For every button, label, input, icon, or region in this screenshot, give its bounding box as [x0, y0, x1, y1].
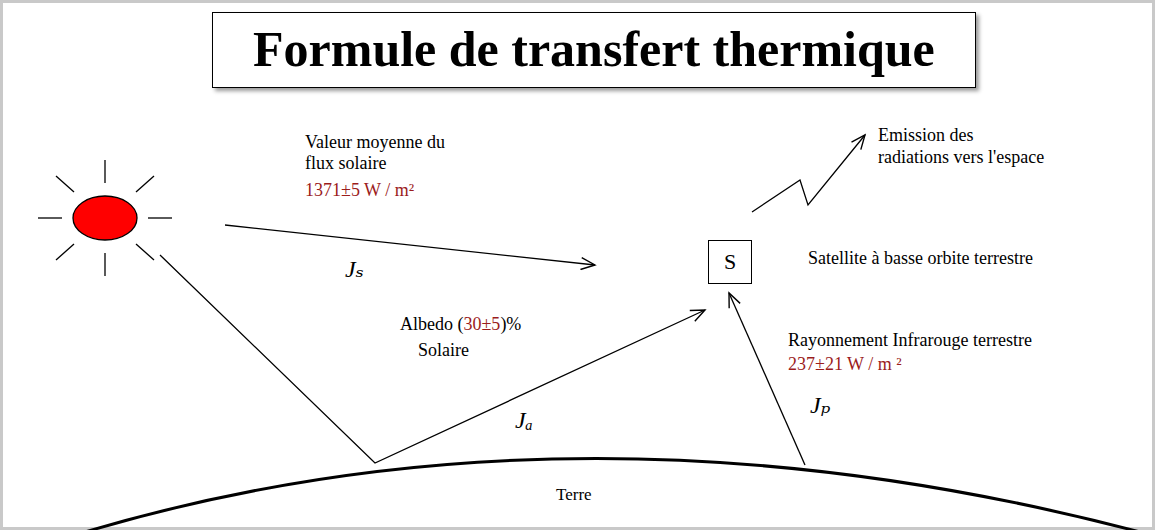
- satellite-caption: Satellite à basse orbite terrestre: [808, 248, 1033, 269]
- emission-caption: radiations vers l'espace: [878, 147, 1044, 168]
- flux-caption: Valeur moyenne du flux solaire: [305, 132, 465, 173]
- title-text: Formule de transfert thermique: [212, 12, 976, 88]
- albedo-value: 30±5: [463, 314, 500, 334]
- albedo-arrow: [160, 255, 705, 463]
- infrared-value: 237±21 W / m ²: [788, 354, 902, 375]
- albedo-symbol: Jₐ: [515, 407, 533, 435]
- infrared-arrow: [729, 293, 805, 465]
- albedo-caption: Albedo (: [400, 314, 463, 334]
- flux-symbol: Jₛ: [345, 256, 364, 284]
- earth-surface: [85, 459, 1140, 530]
- satellite-box: S: [708, 240, 752, 284]
- sun-symbol: [38, 160, 172, 276]
- solar-flux-arrow: [225, 225, 595, 265]
- earth-label: Terre: [556, 485, 592, 505]
- albedo-caption: )%: [500, 314, 521, 334]
- emission-arrow: [752, 135, 865, 212]
- albedo-line: Albedo (30±5)%: [400, 314, 521, 335]
- flux-value: 1371±5 W / m²: [305, 180, 414, 201]
- node-label: S: [724, 249, 736, 275]
- infrared-caption: Rayonnement Infrarouge terrestre: [788, 330, 1032, 351]
- emission-caption: Emission des: [878, 125, 974, 146]
- infrared-symbol: Jₚ: [810, 392, 830, 420]
- albedo-caption: Solaire: [418, 340, 469, 361]
